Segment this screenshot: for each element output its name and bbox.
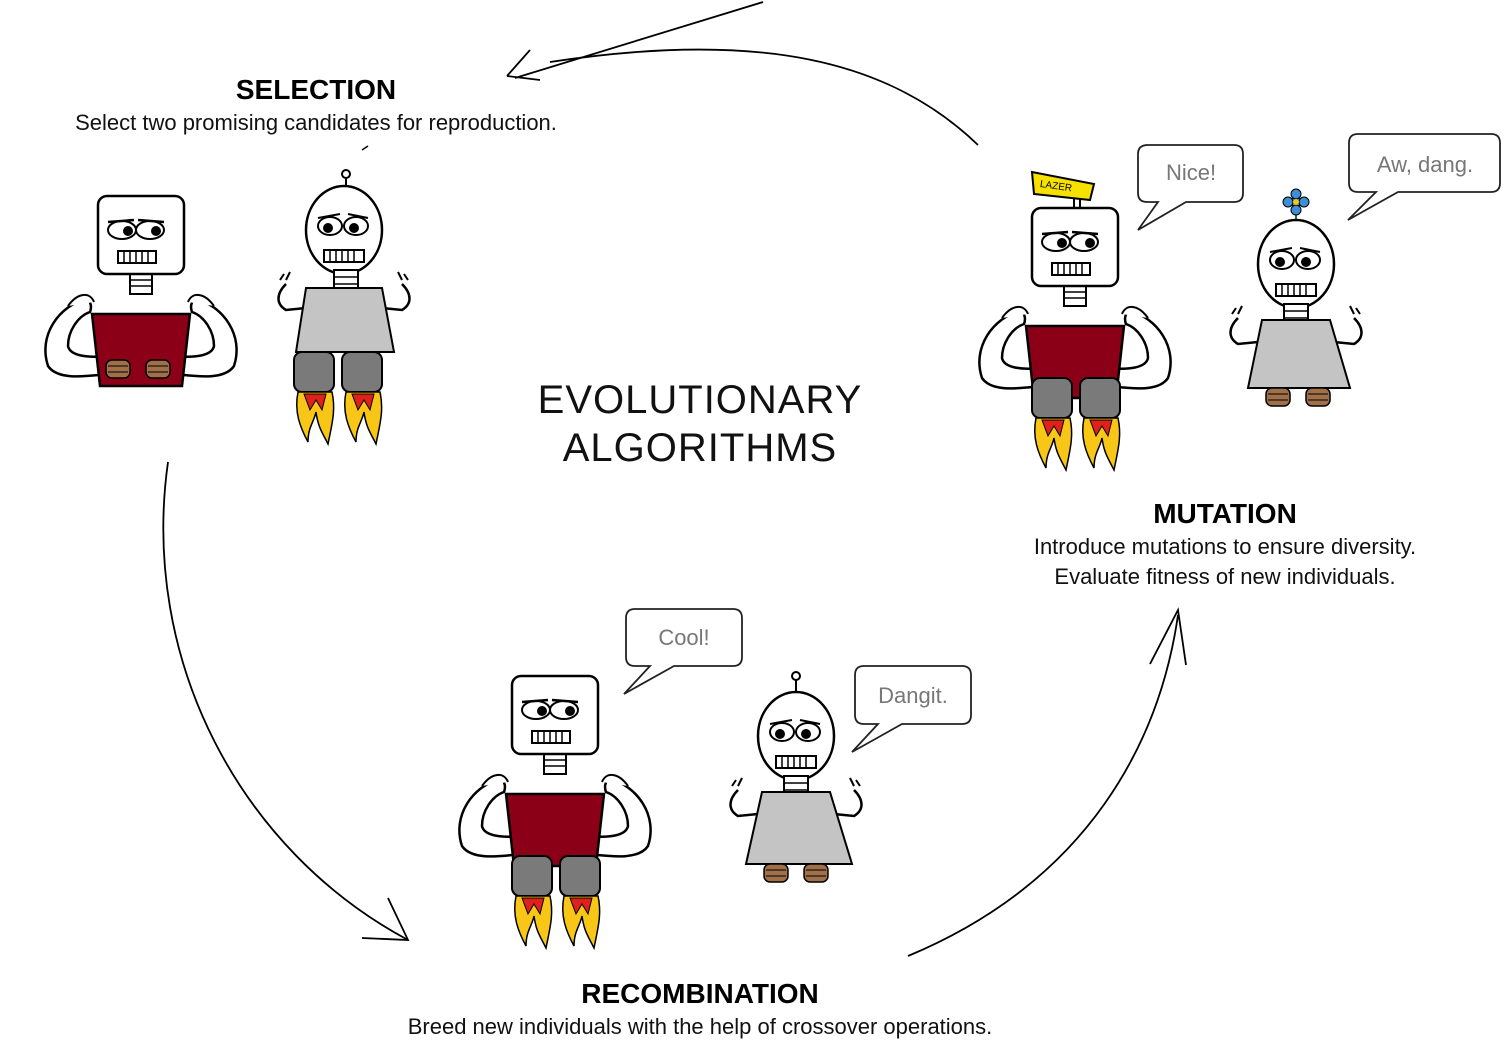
diagram-title: EVOLUTIONARY ALGORITHMS (460, 376, 940, 472)
selection-jet-robot (277, 169, 411, 445)
speech-bubble-aw-dang (1347, 133, 1501, 221)
arrow-recombination-head (361, 897, 410, 941)
arrow-mutation-to-selection (549, 48, 979, 146)
arrow-mutation-head (1149, 607, 1187, 666)
sign-text: LAZER (1039, 179, 1072, 194)
mutation-dress-robot (1229, 188, 1363, 407)
lazer-sign: LAZER (1030, 170, 1096, 208)
flower-icon (1282, 188, 1310, 222)
speech-bubble-nice (1137, 144, 1244, 231)
arrow-recombination-to-mutation (907, 614, 1179, 957)
cycle-arrows (162, 1, 1187, 957)
selection-muscle-robot (44, 194, 238, 388)
mutation-description-line-2: Evaluate fitness of new individuals. (1054, 564, 1396, 589)
bubble-text-dangit: Dangit. (878, 683, 948, 708)
recombination-dress-robot (729, 671, 863, 883)
bubble-text-cool: Cool! (658, 625, 710, 650)
recombination-muscle-robot (458, 674, 652, 949)
mutation-description-line-1: Introduce mutations to ensure diversity. (1033, 534, 1417, 559)
title-line-2: ALGORITHMS (562, 426, 838, 470)
bubble-text-nice: Nice! (1165, 160, 1217, 185)
arrow-selection-to-recombination (162, 461, 409, 941)
mutation-heading: MUTATION (1153, 498, 1297, 529)
arrow-selection-head (506, 1, 764, 81)
selection-heading: SELECTION (235, 74, 397, 105)
recombination-description: Breed new individuals with the help of c… (407, 1014, 993, 1039)
selection-description: Select two promising candidates for repr… (75, 110, 557, 135)
speech-bubble-cool (623, 608, 743, 695)
title-line-1: EVOLUTIONARY (537, 378, 863, 422)
mutation-muscle-robot (978, 206, 1172, 471)
speech-bubble-dangit (851, 665, 972, 753)
recombination-heading: RECOMBINATION (581, 978, 819, 1009)
bubble-text-aw-dang: Aw, dang. (1376, 152, 1474, 177)
